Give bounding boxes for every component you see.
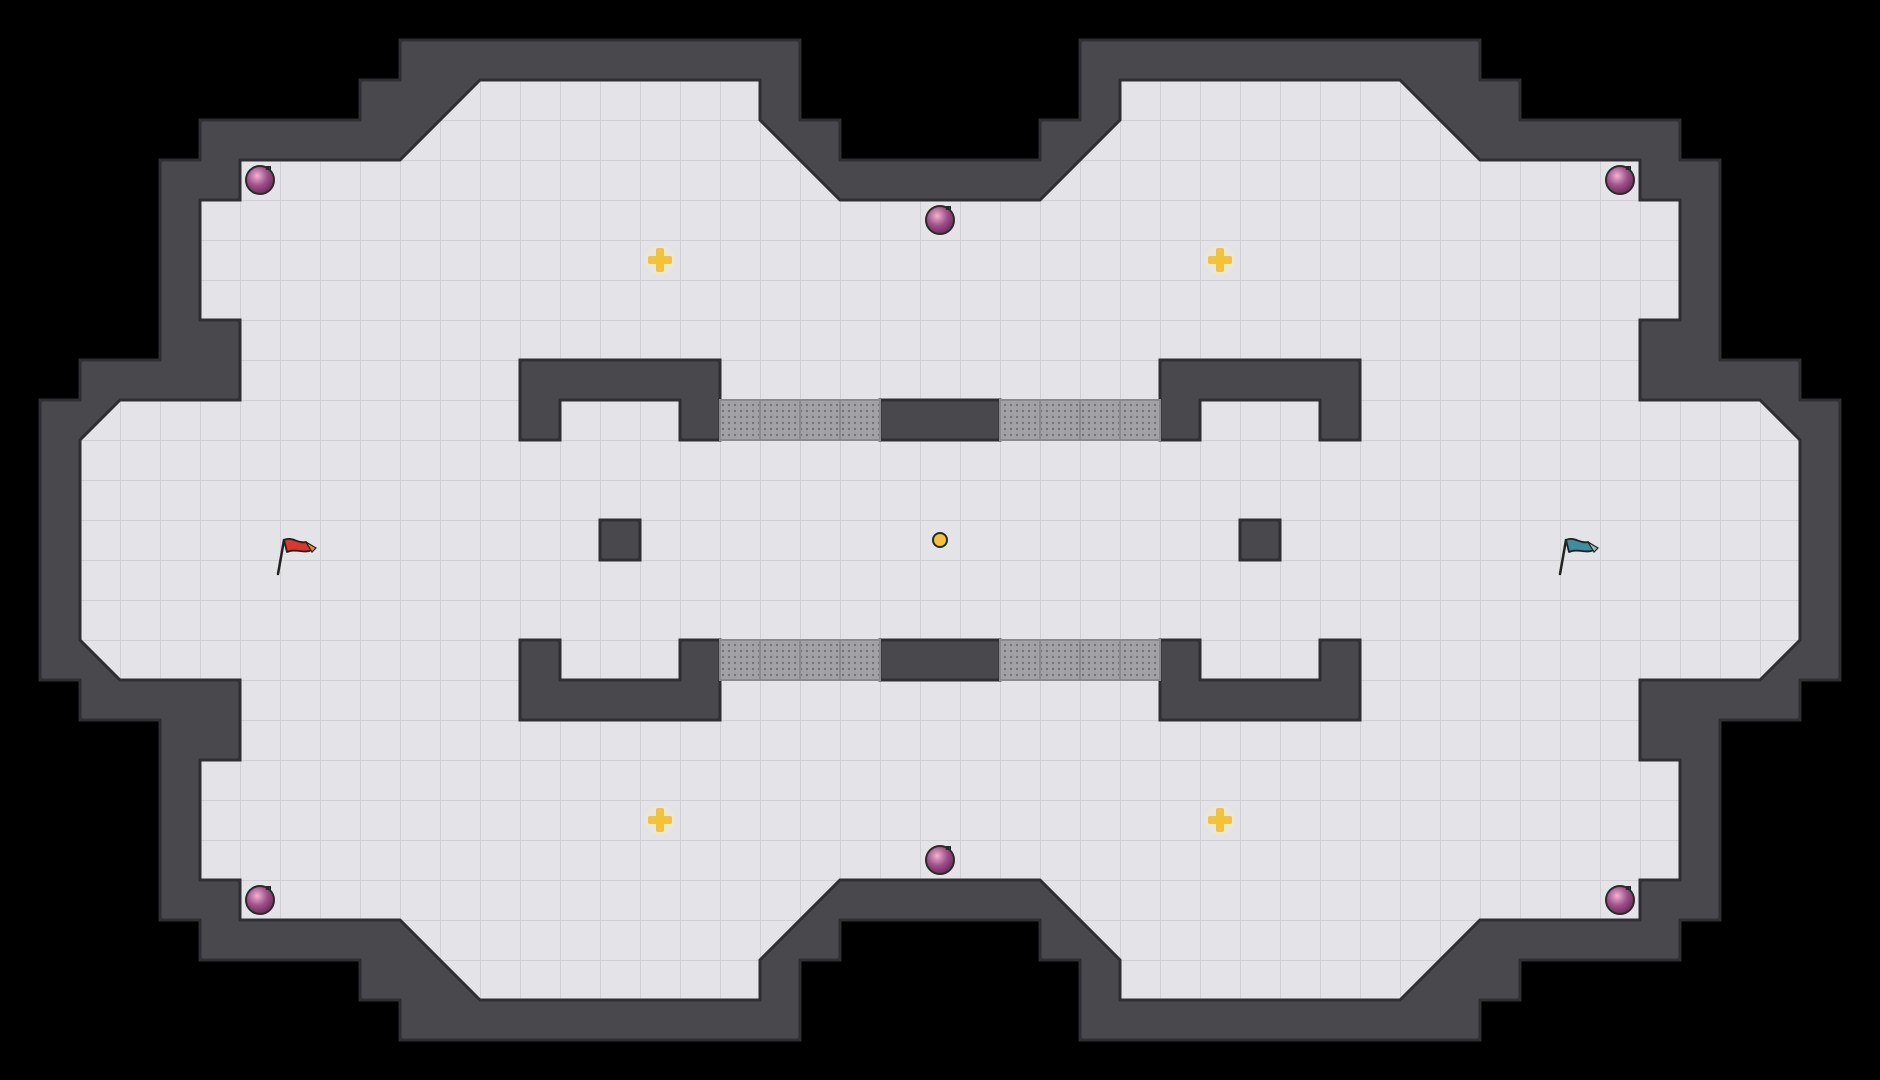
gates <box>719 399 1161 681</box>
pillar-right <box>1238 518 1282 562</box>
wall-top-right-bracket <box>1158 358 1362 442</box>
powerup-icon <box>645 245 675 275</box>
blue-flag-icon <box>1558 538 1599 576</box>
wall-bottom-right-bracket <box>1158 638 1362 722</box>
ball-icon <box>932 532 948 548</box>
powerups <box>645 245 1235 835</box>
bomb-icon <box>245 165 275 195</box>
wall-top-left-bracket <box>518 358 722 442</box>
bomb-icon <box>1605 165 1635 195</box>
bomb-icon <box>925 205 955 235</box>
bomb-icon <box>925 845 955 875</box>
powerup-icon <box>1205 805 1235 835</box>
wall-bottom-left-bracket <box>518 638 722 722</box>
pillar-left <box>598 518 642 562</box>
wall-center-bottom <box>878 638 1002 682</box>
bomb-icon <box>245 885 275 915</box>
red-flag-icon <box>276 538 317 576</box>
wall-center-top <box>878 398 1002 442</box>
powerup-icon <box>645 805 675 835</box>
powerup-icon <box>1205 245 1235 275</box>
interior-walls <box>518 358 1362 722</box>
bombs <box>245 165 1635 915</box>
bomb-icon <box>1605 885 1635 915</box>
